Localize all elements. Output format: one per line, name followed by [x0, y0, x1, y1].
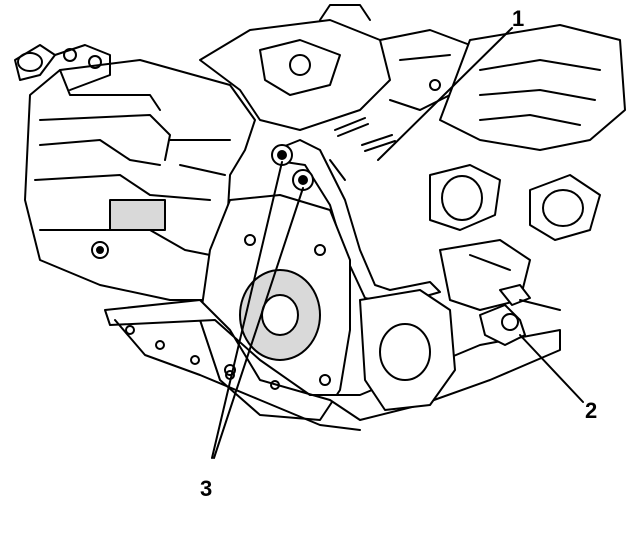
oil-pan [104, 299, 561, 431]
bracket-nuts [271, 144, 314, 191]
filter-housing [359, 239, 531, 411]
upper-engine [199, 4, 471, 131]
transmission-housing [199, 194, 351, 421]
coolant-outlet [14, 44, 111, 91]
bracket [274, 139, 441, 306]
callout-1: 1 [512, 6, 525, 31]
leader-lines [211, 27, 584, 459]
callout-2: 2 [585, 398, 598, 423]
callout-3: 3 [200, 476, 213, 501]
studs [334, 117, 396, 152]
exhaust-manifold [429, 24, 626, 241]
mounting-bolts [479, 284, 561, 346]
engine-block [24, 59, 256, 301]
